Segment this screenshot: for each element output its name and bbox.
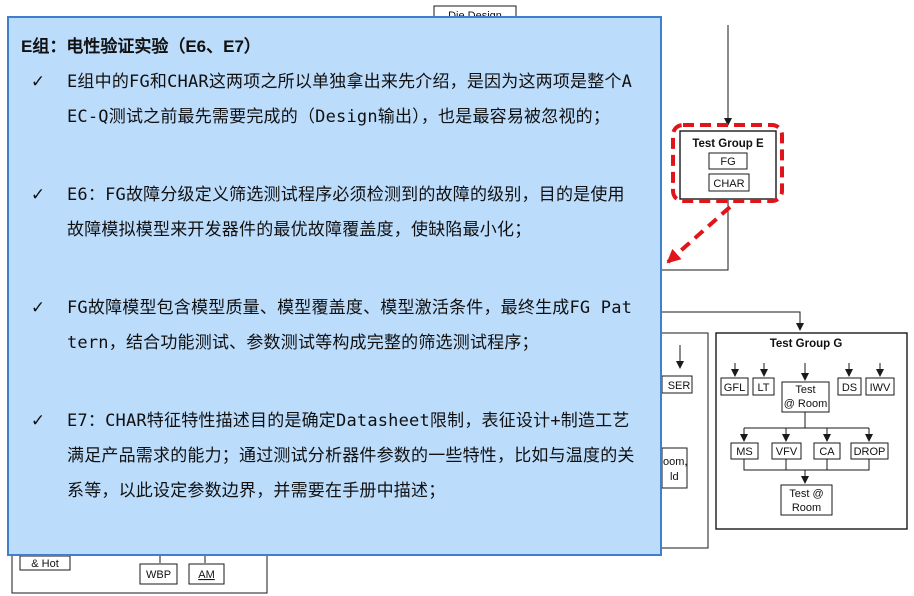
partial-group-border	[662, 332, 709, 549]
wbp-box	[139, 563, 178, 585]
gfl-box	[720, 377, 749, 396]
drop-label: DROP	[854, 446, 886, 458]
bottom-group-border	[11, 556, 268, 594]
wbp-label: WBP	[146, 569, 171, 581]
list-item-text: E组中的FG和CHAR这两项之所以单独拿出来先介绍，是因为这两项是整个AEC-Q…	[67, 72, 633, 127]
fg-label: FG	[720, 156, 735, 168]
char-box	[708, 173, 750, 192]
list-item-text: FG故障模型包含模型质量、模型覆盖度、模型激活条件，最终生成FG Pattern…	[67, 298, 633, 353]
test-group-g-title: Test Group G	[770, 338, 843, 350]
list-item: ✓ E6：FG故障分级定义筛选测试程序必须检测到的故障的级别，目的是使用故障模拟…	[31, 178, 639, 248]
test-group-e-title: Test Group E	[692, 138, 764, 150]
check-icon: ✓	[30, 185, 46, 205]
check-icon: ✓	[30, 298, 46, 318]
ser-label: SER	[668, 380, 691, 392]
list-item: ✓ E组中的FG和CHAR这两项之所以单独拿出来先介绍，是因为这两项是整个AEC…	[31, 65, 639, 135]
ld-label: ld	[670, 471, 679, 483]
am-label: AM	[198, 569, 215, 581]
test-room2-box	[780, 484, 833, 516]
room-box	[661, 447, 688, 489]
iwv-box	[865, 377, 895, 396]
hot-label: & Hot	[31, 558, 59, 570]
lt-label: LT	[757, 382, 769, 394]
list-item-text: E6：FG故障分级定义筛选测试程序必须检测到的故障的级别，目的是使用故障模拟模型…	[67, 185, 625, 240]
fg-box	[708, 152, 748, 170]
test-room-line1: Test	[795, 384, 815, 396]
vfv-label: VFV	[776, 446, 798, 458]
check-icon: ✓	[30, 411, 46, 431]
highlight-arrow	[666, 205, 732, 264]
test-room2-line2: Room	[792, 502, 821, 514]
connector-line	[662, 311, 804, 331]
gfl-label: GFL	[724, 382, 745, 394]
list-item: ✓ E7：CHAR特征特性描述目的是确定Datasheet限制，表征设计+制造工…	[31, 404, 639, 509]
explanation-panel: E组：电性验证实验（E6、E7） ✓ E组中的FG和CHAR这两项之所以单独拿出…	[7, 16, 662, 556]
test-room2-line1: Test @	[789, 488, 823, 500]
check-icon: ✓	[30, 72, 46, 92]
iwv-label: IWV	[870, 382, 891, 394]
am-box	[188, 563, 225, 585]
connector-line	[662, 200, 729, 271]
highlight-dashed-frame	[671, 123, 784, 203]
char-label: CHAR	[713, 178, 744, 190]
ca-label: CA	[819, 446, 835, 458]
lt-box	[752, 377, 775, 396]
ds-label: DS	[842, 382, 857, 394]
ser-box	[661, 375, 693, 394]
list-item-text: E7：CHAR特征特性描述目的是确定Datasheet限制，表征设计+制造工艺满…	[67, 411, 635, 501]
room-label: oom,	[663, 456, 687, 468]
test-room-line2: @ Room	[784, 398, 828, 410]
ds-box	[837, 377, 862, 396]
test-room-box	[781, 381, 830, 413]
panel-title: E组：电性验证实验（E6、E7）	[21, 37, 261, 56]
hot-box	[19, 555, 71, 571]
list-item: ✓ FG故障模型包含模型质量、模型覆盖度、模型激活条件，最终生成FG Patte…	[31, 291, 639, 361]
ms-label: MS	[736, 446, 753, 458]
